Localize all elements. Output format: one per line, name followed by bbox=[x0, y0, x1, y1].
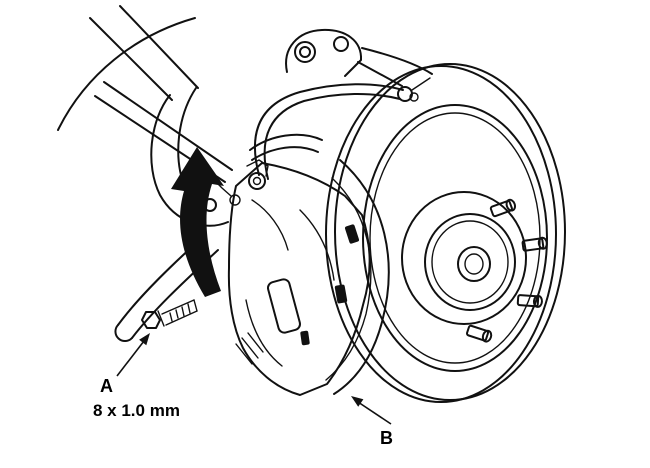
bolt-head bbox=[141, 311, 161, 329]
pad-clips bbox=[300, 224, 360, 346]
leader-b-arrowhead bbox=[351, 396, 364, 407]
knuckle-edge-line bbox=[119, 5, 199, 89]
wheel-stud bbox=[521, 236, 548, 252]
stud-cap bbox=[505, 198, 516, 212]
bolt-thread bbox=[169, 312, 173, 322]
brake-rotor bbox=[325, 63, 566, 403]
wheel-stud bbox=[465, 324, 493, 343]
caliper-bracket-top-inner bbox=[251, 146, 319, 161]
bolt-thread bbox=[187, 303, 191, 314]
bolt-shaft-line bbox=[161, 299, 195, 315]
leader-line-a bbox=[116, 333, 150, 377]
stud-cap bbox=[532, 294, 543, 308]
stud-shaft bbox=[516, 294, 540, 308]
pad-clip bbox=[334, 284, 348, 304]
bolt-shaft-line bbox=[165, 310, 198, 326]
hub-face bbox=[424, 213, 516, 311]
rotor-back-edge bbox=[325, 65, 557, 403]
leader-line-b bbox=[351, 396, 392, 425]
label-b: B bbox=[380, 428, 393, 448]
casting-line bbox=[245, 299, 283, 367]
pad-clip bbox=[344, 224, 360, 244]
casting-line bbox=[299, 209, 335, 281]
brake-caliper bbox=[216, 159, 390, 396]
hub-face-rim bbox=[431, 220, 509, 304]
pivot-arrow bbox=[171, 147, 224, 297]
stud-shaft bbox=[521, 237, 545, 252]
brake-hose bbox=[246, 77, 431, 190]
guide-pin-boot-line bbox=[235, 343, 253, 365]
label-a-spec: 8 x 1.0 mm bbox=[93, 401, 180, 420]
wheel-stud bbox=[489, 198, 516, 218]
hose-outer-line bbox=[254, 83, 404, 176]
line-art bbox=[57, 5, 566, 403]
caliper-window-slot bbox=[266, 278, 302, 334]
casting-line bbox=[251, 199, 289, 251]
banjo-bolt bbox=[248, 172, 266, 190]
hose-inner-line bbox=[263, 93, 401, 180]
label-a: A bbox=[100, 376, 113, 396]
pivot-arrow-shape bbox=[171, 147, 224, 297]
hub-center-hole-inner bbox=[464, 253, 484, 275]
hub bbox=[401, 191, 548, 343]
bracket-hole-inner bbox=[299, 46, 311, 58]
leader-a-line bbox=[116, 340, 145, 377]
fender-arc bbox=[57, 17, 196, 131]
guide-pin-boot-line bbox=[247, 332, 264, 353]
bracket-to-hose-line bbox=[357, 61, 403, 87]
rotor-outer-edge bbox=[334, 63, 566, 401]
stud-shaft bbox=[465, 324, 490, 342]
leader-a-arrowhead bbox=[139, 333, 150, 346]
banjo-bolt-center bbox=[252, 176, 262, 186]
bracket-to-rotor-line bbox=[361, 47, 433, 75]
guide-pin-boot-line bbox=[241, 337, 259, 359]
caliper-window bbox=[266, 278, 302, 334]
bolt-thread bbox=[181, 306, 185, 317]
bolt-thread bbox=[175, 309, 179, 319]
wheel-stud bbox=[516, 294, 543, 308]
hub-center-hole bbox=[457, 246, 491, 282]
strut-bracket bbox=[285, 28, 363, 77]
bracket-hole bbox=[333, 36, 349, 52]
stud-cap bbox=[481, 329, 493, 343]
bolt-a bbox=[141, 299, 198, 329]
hub-hat bbox=[401, 191, 527, 325]
bleeder-screw bbox=[229, 194, 241, 206]
bracket-hole bbox=[294, 41, 316, 63]
lower-arm-end bbox=[114, 324, 133, 343]
caliper-body bbox=[227, 162, 371, 396]
upper-arm-line bbox=[103, 81, 233, 171]
outer-pad-edge bbox=[333, 159, 390, 395]
rotor-friction-ring-inner bbox=[369, 112, 541, 364]
bolt-flange bbox=[157, 310, 165, 327]
leader-b-line bbox=[357, 401, 392, 425]
knuckle-edge-line bbox=[89, 17, 173, 101]
stud-shaft bbox=[489, 200, 513, 218]
bolt-tip bbox=[193, 299, 198, 312]
steering-knuckle bbox=[57, 5, 433, 343]
hose-bracket-line bbox=[411, 77, 431, 91]
hose-end-fitting-inner bbox=[409, 92, 419, 102]
stud-cap bbox=[537, 236, 548, 250]
rotor-friction-ring bbox=[362, 104, 548, 372]
pad-clip bbox=[300, 330, 310, 346]
